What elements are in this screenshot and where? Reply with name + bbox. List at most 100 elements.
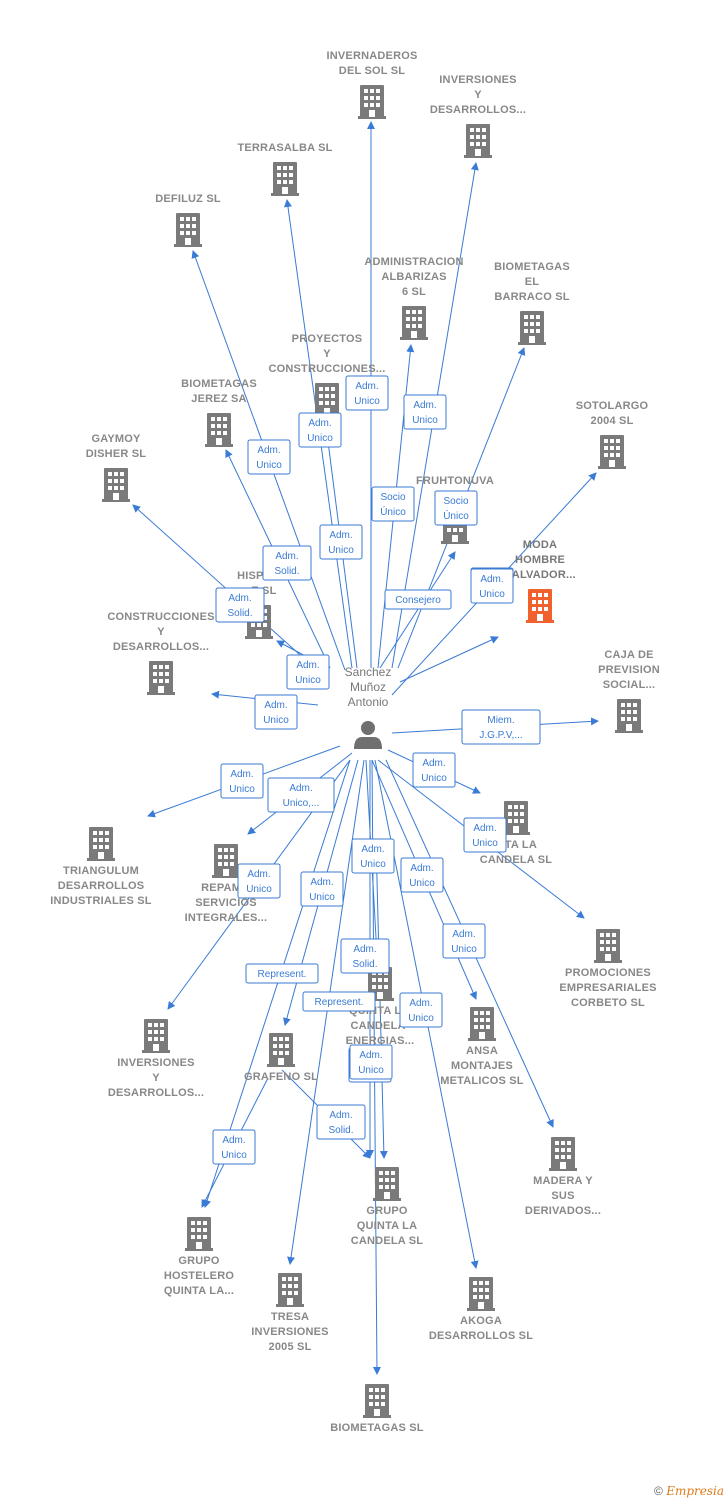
company-name[interactable]: TERRASALBA SL [237, 142, 332, 154]
company-node-terrasalba[interactable]: TERRASALBA SL [237, 142, 332, 196]
building-icon[interactable] [174, 213, 202, 247]
edge-label-biometagas_jerez[interactable]: Adm.Solid. [262, 545, 312, 581]
company-name[interactable]: SERVICIOS [195, 897, 257, 909]
edge-label-promociones[interactable]: Adm.Unico [463, 817, 507, 853]
company-name[interactable]: DESARROLLOS... [113, 641, 209, 653]
edge-label-grupo_quinta[interactable]: Adm.Solid. [316, 1104, 366, 1140]
building-icon[interactable] [549, 1137, 577, 1171]
company-name[interactable]: BIOMETAGAS [494, 261, 570, 273]
edge-label-box[interactable] [384, 589, 452, 610]
company-name[interactable]: ENERGIAS... [346, 1035, 415, 1047]
edge-label-box[interactable] [434, 490, 478, 526]
building-icon[interactable] [467, 1277, 495, 1311]
company-name[interactable]: ADMINISTRACION [364, 256, 463, 268]
company-name[interactable]: DEL SOL SL [339, 65, 405, 77]
company-name[interactable]: SUS [551, 1190, 574, 1202]
company-name[interactable]: PREVISION [598, 664, 660, 676]
company-name[interactable]: DEFILUZ SL [155, 193, 221, 205]
person-name[interactable]: Sanchez [345, 665, 392, 679]
edge-label-construcciones[interactable]: Adm.Unico [254, 694, 298, 730]
building-icon[interactable] [185, 1217, 213, 1251]
company-name[interactable]: PROMOCIONES [565, 967, 651, 979]
company-name[interactable]: PROYECTOS [292, 333, 363, 345]
company-name[interactable]: EMPRESARIALES [559, 982, 656, 994]
building-icon[interactable] [400, 306, 428, 340]
edge-label-grupo_hostelero[interactable]: Represent. [245, 963, 319, 984]
company-name[interactable]: INVERSIONES [117, 1057, 194, 1069]
company-name[interactable]: INVERSIONES [251, 1326, 328, 1338]
company-node-caja[interactable]: CAJA DEPREVISIONSOCIAL... [598, 649, 660, 733]
edge-label-terrasalba[interactable]: Adm.Unico [298, 412, 342, 448]
company-node-construcciones[interactable]: CONSTRUCCIONESYDESARROLLOS... [107, 611, 214, 695]
company-name[interactable]: CANDELA SL [351, 1235, 424, 1247]
building-icon[interactable] [102, 468, 130, 502]
building-icon[interactable] [373, 1167, 401, 1201]
edge-label-administracion[interactable]: Adm.Unico [403, 394, 447, 430]
edge-label-box[interactable] [399, 992, 443, 1028]
building-icon[interactable] [526, 589, 554, 623]
building-icon[interactable] [468, 1007, 496, 1041]
edge-label-box[interactable] [247, 439, 291, 475]
edge-label-box[interactable] [316, 1104, 366, 1140]
edge-label-triangulum[interactable]: Adm.Unico [220, 763, 264, 799]
company-name[interactable]: Y [152, 1072, 160, 1084]
edge-label-caja[interactable]: Miem.J.G.P.V,... [461, 709, 541, 745]
company-name[interactable]: MONTAJES [451, 1060, 513, 1072]
company-name[interactable]: TRIANGULUM [63, 865, 139, 877]
company-name[interactable]: DESARROLLOS... [108, 1087, 204, 1099]
company-name[interactable]: BIOMETAGAS [181, 378, 257, 390]
company-name[interactable]: HOMBRE [515, 554, 565, 566]
edge-label-box[interactable] [262, 545, 312, 581]
building-icon[interactable] [313, 383, 341, 417]
company-node-biometagas[interactable]: BIOMETAGAS SL [330, 1384, 424, 1434]
edge-label-box[interactable] [461, 709, 541, 745]
company-name[interactable]: DERIVADOS... [525, 1205, 601, 1217]
company-node-quinta_energias[interactable]: QUINTA L...CANDELA-ENERGIAS... [346, 967, 415, 1047]
company-name[interactable]: BIOMETAGAS SL [330, 1422, 424, 1434]
company-node-proyectos[interactable]: PROYECTOSYCONSTRUCCIONES... [268, 333, 385, 417]
edge-label-box[interactable] [286, 654, 330, 690]
edge-label-box[interactable] [442, 923, 486, 959]
edge-label-box[interactable] [319, 524, 363, 560]
building-icon[interactable] [147, 661, 175, 695]
company-name[interactable]: 2005 SL [269, 1341, 312, 1353]
edge-label-grupo_quinta[interactable]: Adm.Solid. [340, 938, 390, 974]
company-name[interactable]: ALBARIZAS [381, 271, 446, 283]
building-icon[interactable] [518, 311, 546, 345]
edge-label-box[interactable] [300, 871, 344, 907]
company-name[interactable]: DESARROLLOS [58, 880, 145, 892]
edge-label-box[interactable] [298, 412, 342, 448]
company-name[interactable]: CONSTRUCCIONES [107, 611, 214, 623]
edge-label-hispe[interactable]: Adm.Unico [286, 654, 330, 690]
company-name[interactable]: CANDELA SL [480, 854, 553, 866]
company-name[interactable]: 2004 SL [591, 415, 634, 427]
edge-label-box[interactable] [340, 938, 390, 974]
building-icon[interactable] [271, 162, 299, 196]
edge-label-box[interactable] [349, 1044, 393, 1080]
edge-label-box[interactable] [403, 394, 447, 430]
edge-label-box[interactable] [470, 568, 514, 604]
company-name[interactable]: SALVADOR... [504, 569, 575, 581]
building-icon[interactable] [598, 435, 626, 469]
company-name[interactable]: ANSA [466, 1045, 498, 1057]
building-icon[interactable] [358, 85, 386, 119]
company-node-madera[interactable]: MADERA YSUSDERIVADOS... [525, 1137, 601, 1217]
company-name[interactable]: EL [525, 276, 540, 288]
company-name[interactable]: BARRACO SL [494, 291, 569, 303]
building-icon[interactable] [142, 1019, 170, 1053]
edge-label-box[interactable] [254, 694, 298, 730]
company-name[interactable]: INTEGRALES... [185, 912, 268, 924]
edge-label-box[interactable] [345, 375, 389, 411]
